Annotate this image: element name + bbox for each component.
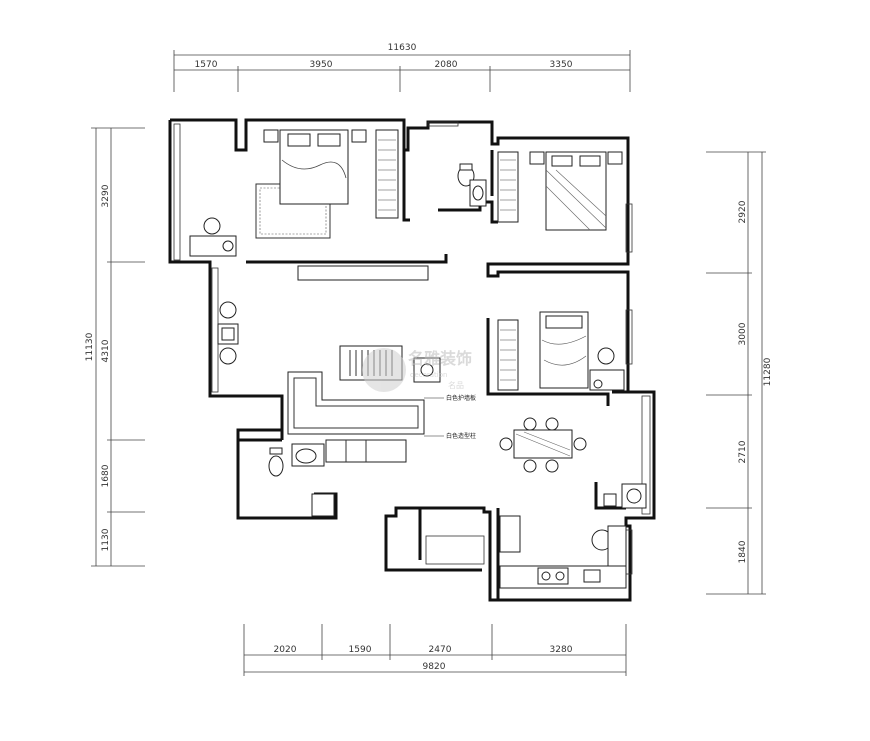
right-dimension-3: 2710 bbox=[738, 440, 748, 463]
right-dimension-4: 1840 bbox=[738, 540, 748, 563]
bottom-dimension-1: 2020 bbox=[274, 645, 297, 655]
kitchen bbox=[499, 483, 647, 589]
right-total-dimension: 11280 bbox=[763, 357, 773, 386]
dining-table bbox=[513, 429, 573, 459]
armchair bbox=[219, 301, 237, 319]
wardrobe bbox=[497, 151, 519, 223]
dining-chair bbox=[523, 459, 537, 473]
tv-cabinet bbox=[297, 265, 429, 281]
left-dimension-lines bbox=[91, 127, 145, 567]
desk bbox=[189, 235, 237, 257]
nightstand-left bbox=[263, 129, 279, 143]
left-dimension-3: 1680 bbox=[101, 464, 111, 487]
living-room bbox=[217, 301, 441, 435]
bottom-dimension-4: 3280 bbox=[550, 645, 573, 655]
bottom-total-dimension: 9820 bbox=[423, 662, 446, 672]
nightstand-left bbox=[529, 151, 545, 165]
top-dimension-4: 3350 bbox=[550, 60, 573, 70]
desk-chair bbox=[597, 347, 615, 365]
bottom-dimension-2: 1590 bbox=[349, 645, 372, 655]
right-dimension-2: 3000 bbox=[738, 322, 748, 345]
watermark: 名雅装饰 decoration 名品 bbox=[362, 348, 472, 392]
annotation-arrows bbox=[424, 397, 444, 437]
right-dimension-lines bbox=[706, 151, 766, 595]
bathroom-2 bbox=[268, 439, 407, 517]
bedroom-2 bbox=[497, 151, 623, 231]
bathroom-1 bbox=[457, 163, 487, 207]
top-dimension-lines bbox=[173, 50, 631, 92]
fridge bbox=[499, 515, 521, 553]
watermark-brand: 名雅装饰 bbox=[408, 349, 472, 368]
left-dimension-1: 3290 bbox=[101, 184, 111, 207]
sink bbox=[583, 569, 601, 583]
walls bbox=[168, 118, 656, 602]
l-shaped-sofa bbox=[287, 371, 425, 435]
wardrobe bbox=[375, 129, 399, 219]
left-total-dimension: 11130 bbox=[85, 332, 95, 361]
top-total-dimension: 11630 bbox=[388, 43, 417, 53]
nightstand-right bbox=[607, 151, 623, 165]
dining-chair bbox=[545, 459, 559, 473]
bottom-dimension-lines bbox=[243, 624, 627, 676]
wardrobe bbox=[497, 319, 519, 391]
small-cabinet bbox=[603, 493, 617, 507]
windows bbox=[173, 121, 651, 575]
dining-chair bbox=[499, 437, 513, 451]
shower bbox=[311, 493, 335, 517]
master-bedroom bbox=[189, 129, 429, 281]
watermark-english: decoration bbox=[410, 371, 447, 379]
top-dimension-2: 3950 bbox=[310, 60, 333, 70]
watermark-sub: 名品 bbox=[448, 380, 464, 390]
dining-chair bbox=[545, 417, 559, 431]
dining-chair bbox=[573, 437, 587, 451]
dining-area bbox=[499, 417, 587, 473]
bedroom-3 bbox=[497, 311, 625, 391]
right-dimension-1: 2920 bbox=[738, 200, 748, 223]
left-dimension-2: 4310 bbox=[101, 339, 111, 362]
counter-corner bbox=[607, 525, 627, 567]
nightstand-right bbox=[351, 129, 367, 143]
top-dimension-3: 2080 bbox=[435, 60, 458, 70]
column-note: 白色造型柱 bbox=[446, 432, 476, 440]
left-dimension-4: 1130 bbox=[101, 528, 111, 551]
wall-panel-note: 白色护墙板 bbox=[446, 394, 476, 402]
armchair bbox=[219, 347, 237, 365]
desk-chair bbox=[203, 217, 221, 235]
toilet bbox=[268, 455, 284, 477]
dining-chair bbox=[523, 417, 537, 431]
top-dimension-1: 1570 bbox=[195, 60, 218, 70]
bottom-dimension-3: 2470 bbox=[429, 645, 452, 655]
